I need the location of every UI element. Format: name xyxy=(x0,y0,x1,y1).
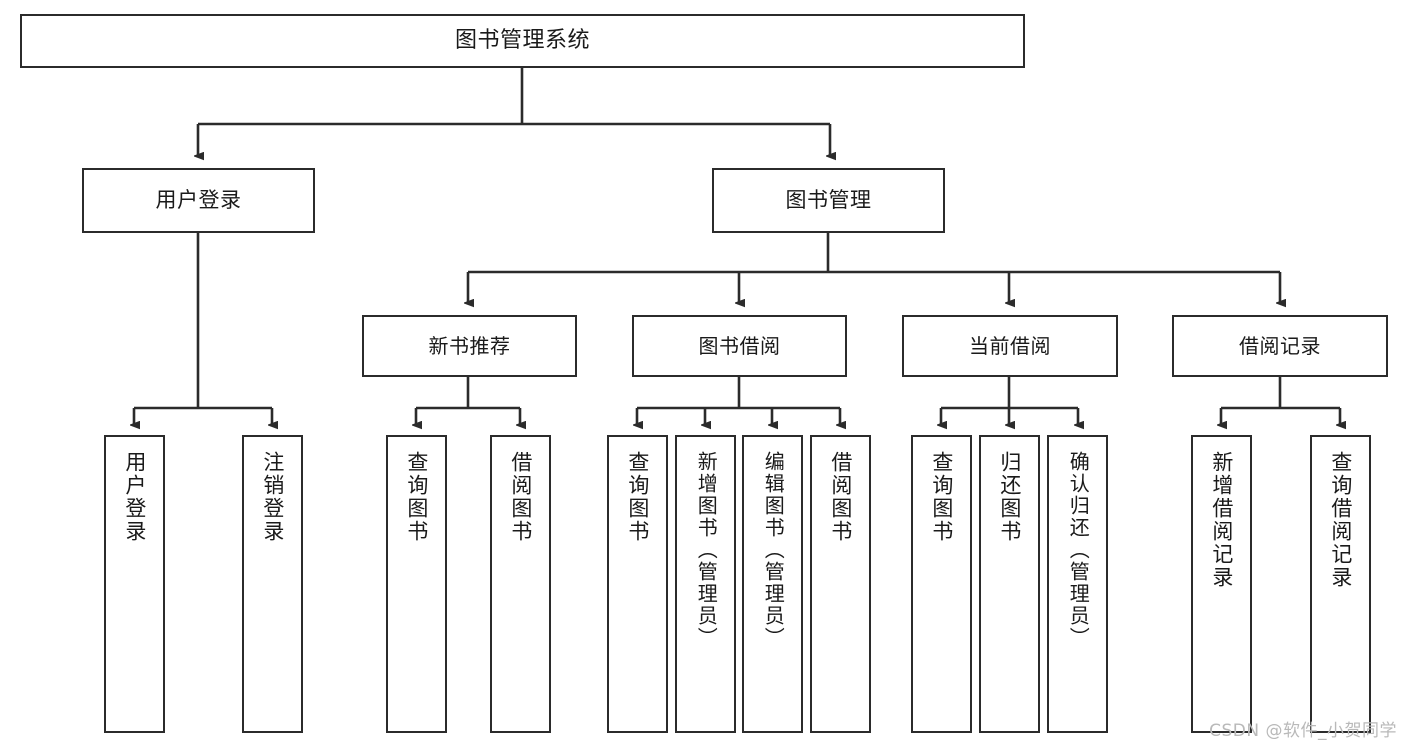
watermark: CSDN @软件_小贺同学 xyxy=(1209,721,1397,741)
node-leaf-query-book-3-label: 查询图书 xyxy=(929,451,954,543)
node-leaf-borrow-book-1-label: 借阅图书 xyxy=(508,451,533,543)
node-leaf-query-book-1[interactable]: 查询图书 xyxy=(386,435,447,733)
node-root-label: 图书管理系统 xyxy=(454,28,590,54)
node-book-manage-label: 图书管理 xyxy=(785,188,872,213)
node-new-book-recommend[interactable]: 新书推荐 xyxy=(362,315,577,377)
node-current-borrow-label: 当前借阅 xyxy=(969,333,1051,358)
node-leaf-add-book-label: 新增图书（管理员） xyxy=(694,451,719,649)
node-borrow-record-label: 借阅记录 xyxy=(1239,333,1321,358)
node-leaf-borrow-book-1[interactable]: 借阅图书 xyxy=(490,435,551,733)
node-leaf-return-book-label: 归还图书 xyxy=(997,451,1022,543)
node-current-borrow[interactable]: 当前借阅 xyxy=(902,315,1118,377)
node-borrow-record[interactable]: 借阅记录 xyxy=(1172,315,1388,377)
node-leaf-logout-login[interactable]: 注销登录 xyxy=(242,435,303,733)
node-book-borrow[interactable]: 图书借阅 xyxy=(632,315,847,377)
node-leaf-confirm-return[interactable]: 确认归还（管理员） xyxy=(1047,435,1108,733)
node-leaf-edit-book[interactable]: 编辑图书（管理员） xyxy=(742,435,803,733)
node-new-book-recommend-label: 新书推荐 xyxy=(428,333,511,358)
node-leaf-query-book-2-label: 查询图书 xyxy=(625,451,650,543)
node-leaf-return-book[interactable]: 归还图书 xyxy=(979,435,1040,733)
node-leaf-edit-book-label: 编辑图书（管理员） xyxy=(761,451,786,649)
node-book-manage[interactable]: 图书管理 xyxy=(712,168,945,233)
node-leaf-query-book-3[interactable]: 查询图书 xyxy=(911,435,972,733)
node-leaf-query-record-label: 查询借阅记录 xyxy=(1328,451,1353,589)
node-leaf-borrow-book-2[interactable]: 借阅图书 xyxy=(810,435,871,733)
node-leaf-add-record-label: 新增借阅记录 xyxy=(1209,451,1234,589)
node-leaf-confirm-return-label: 确认归还（管理员） xyxy=(1066,451,1091,649)
node-leaf-logout-login-label: 注销登录 xyxy=(260,451,285,543)
node-leaf-add-book[interactable]: 新增图书（管理员） xyxy=(675,435,736,733)
node-user-login[interactable]: 用户登录 xyxy=(82,168,315,233)
node-leaf-query-record[interactable]: 查询借阅记录 xyxy=(1310,435,1371,733)
node-leaf-user-login[interactable]: 用户登录 xyxy=(104,435,165,733)
node-user-login-label: 用户登录 xyxy=(155,188,242,213)
node-leaf-query-book-2[interactable]: 查询图书 xyxy=(607,435,668,733)
node-root[interactable]: 图书管理系统 xyxy=(20,14,1025,68)
node-book-borrow-label: 图书借阅 xyxy=(698,333,781,358)
node-leaf-user-login-label: 用户登录 xyxy=(122,451,147,543)
node-leaf-add-record[interactable]: 新增借阅记录 xyxy=(1191,435,1252,733)
node-leaf-borrow-book-2-label: 借阅图书 xyxy=(828,451,853,543)
node-leaf-query-book-1-label: 查询图书 xyxy=(404,451,429,543)
